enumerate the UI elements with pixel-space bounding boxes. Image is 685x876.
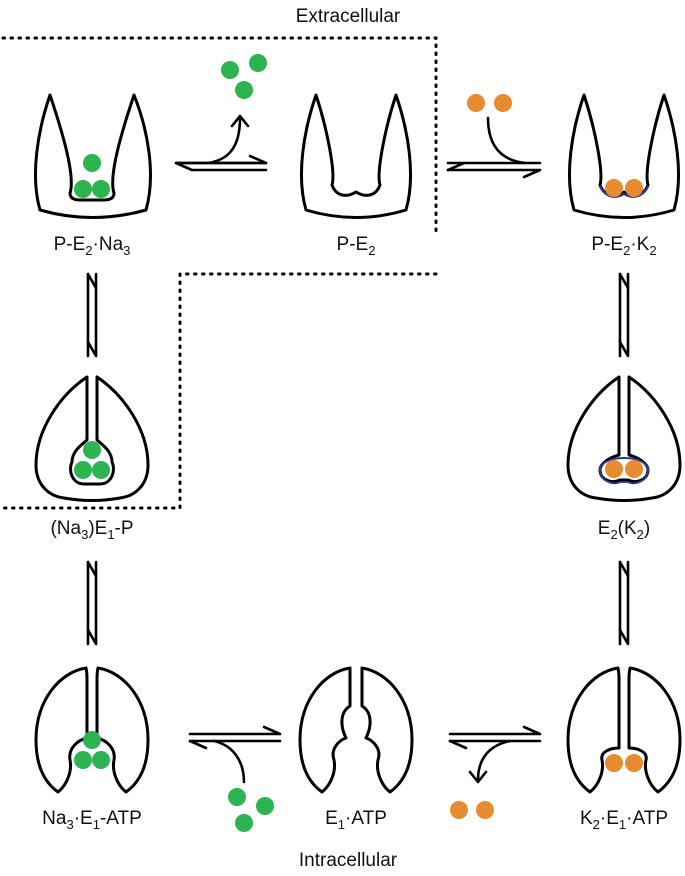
- potassium-ion: [625, 460, 643, 478]
- sodium-ion: [92, 751, 110, 769]
- state-p-e2: P-E2: [300, 93, 412, 258]
- equilibrium-arrow-right-lower: [618, 560, 630, 646]
- sodium-ion: [92, 180, 110, 198]
- potassium-ion: [450, 801, 468, 819]
- sodium-ion: [249, 54, 267, 72]
- equilibrium-arrow-na-release: [174, 114, 268, 172]
- potassium-ion: [605, 754, 623, 772]
- sodium-ion: [74, 751, 92, 769]
- state-e2-k2: E2(K2): [566, 375, 682, 542]
- state-label: Na3·E1-ATP: [42, 808, 142, 832]
- equilibrium-arrow-na-binding: [188, 725, 282, 784]
- sodium-ion: [221, 61, 239, 79]
- potassium-ion: [494, 94, 512, 112]
- sodium-ion: [83, 154, 101, 172]
- extracellular-label: Extracellular: [296, 6, 401, 27]
- equilibrium-arrow-right-upper: [618, 272, 630, 358]
- potassium-binding-site: [598, 456, 650, 485]
- sodium-ion: [74, 180, 92, 198]
- sodium-ion: [228, 788, 246, 806]
- sodium-ion: [83, 731, 101, 749]
- sodium-ion: [235, 81, 253, 99]
- equilibrium-arrow-left-lower: [86, 560, 98, 646]
- potassium-ion: [476, 801, 494, 819]
- protein-outline: [568, 93, 680, 219]
- state-label: P-E2·Na3: [54, 234, 131, 258]
- protein-outline: [300, 93, 412, 219]
- state-label: K2·E1·ATP: [580, 808, 668, 832]
- state-na3-e1-atp: Na3·E1-ATP: [34, 666, 150, 832]
- potassium-ion: [605, 179, 623, 197]
- protein-outline: [34, 375, 150, 502]
- sodium-ion: [235, 814, 253, 832]
- equilibrium-arrow-k-binding: [446, 116, 542, 179]
- state-label: P-E2·K2: [591, 234, 656, 258]
- potassium-ion: [625, 179, 643, 197]
- equilibrium-arrow-k-release: [448, 725, 542, 784]
- sodium-ion: [256, 797, 274, 815]
- protein-outline: [566, 375, 682, 502]
- state-label: (Na3)E1-P: [50, 518, 133, 542]
- sodium-ion: [92, 461, 110, 479]
- potassium-ion: [605, 460, 623, 478]
- state-p-e2-k2: P-E2·K2: [568, 93, 680, 258]
- protein-outline: [34, 93, 152, 219]
- protein-outline: [566, 666, 682, 794]
- state-label: E2(K2): [598, 518, 650, 542]
- state-label: P-E2: [337, 234, 376, 258]
- state-p-e2-na3: P-E2·Na3: [34, 93, 152, 258]
- state-e1-atp: E1·ATP: [298, 666, 414, 832]
- state-label: E1·ATP: [325, 808, 387, 832]
- protein-outline: [298, 666, 414, 794]
- state-na3-e1-p: (Na3)E1-P: [34, 375, 150, 542]
- membrane-boundary: [1, 36, 438, 510]
- intracellular-label: Intracellular: [299, 850, 398, 871]
- potassium-binding-site: [599, 185, 649, 198]
- sodium-ion: [74, 461, 92, 479]
- sodium-ion: [83, 441, 101, 459]
- state-k2-e1-atp: K2·E1·ATP: [566, 666, 682, 832]
- protein-outline: [34, 666, 150, 794]
- potassium-ion: [625, 754, 643, 772]
- potassium-ion: [467, 94, 485, 112]
- equilibrium-arrow-left-upper: [86, 272, 98, 358]
